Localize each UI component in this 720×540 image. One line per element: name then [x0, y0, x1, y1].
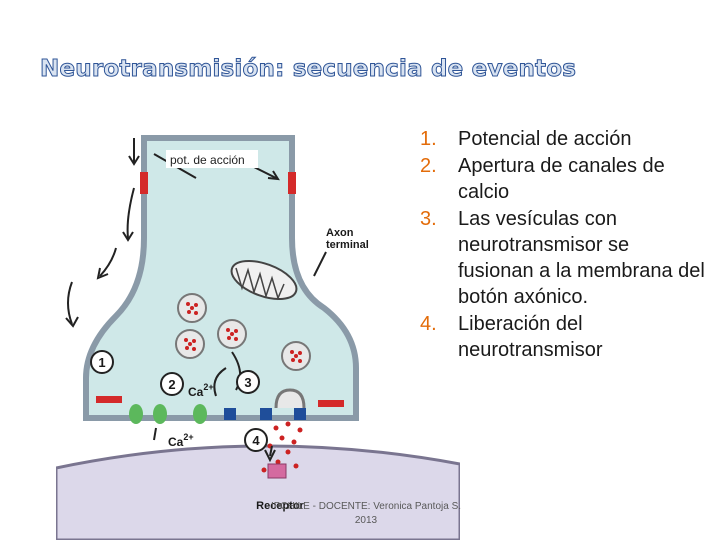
receptor-label: Receptor — [256, 500, 304, 512]
footer-author: IPCHILE - DOCENTE: Veronica Pantoja S. — [270, 501, 462, 512]
svg-text:4: 4 — [252, 433, 260, 448]
vesicle — [281, 341, 311, 371]
step-marker: 1 — [90, 350, 114, 374]
mitochondrion — [230, 259, 298, 301]
vesicle — [217, 319, 247, 349]
vesicle — [175, 329, 205, 359]
list-item: 1. Potencial de acción — [420, 126, 710, 152]
footer: IPCHILE - DOCENTE: Veronica Pantoja S. 2… — [256, 500, 476, 528]
step-text: Liberación del neurotransmisor — [458, 313, 603, 361]
step-text: Las vesículas con neurotransmisor se fus… — [458, 208, 705, 308]
arrow — [126, 187, 135, 239]
step-marker: 2 — [160, 372, 184, 396]
step-marker: 3 — [236, 370, 260, 394]
fusing-vesicle — [274, 388, 306, 409]
postsynaptic-membrane — [56, 444, 460, 540]
calcium-channel — [193, 404, 207, 424]
list-item: 3. Las vesículas con neurotransmisor se f… — [420, 206, 710, 310]
arrow — [269, 445, 273, 457]
receptor — [267, 463, 287, 479]
action-potential-label: pot. de acción — [170, 153, 245, 167]
release-site — [260, 408, 272, 420]
ion-channel — [288, 172, 296, 194]
release-site — [294, 408, 306, 420]
step-number: 2. — [420, 155, 437, 177]
step-text: Potencial de acción — [458, 128, 632, 150]
arrow — [153, 427, 157, 441]
ion-channel — [140, 172, 148, 194]
calcium-label-outside: Ca2+ — [168, 432, 194, 449]
arrow — [313, 251, 327, 277]
calcium-channel — [129, 404, 143, 424]
vesicle — [177, 293, 207, 323]
step-marker: 4 — [244, 428, 268, 452]
svg-text:2: 2 — [168, 377, 175, 392]
step-text: Apertura de canales de calcio — [458, 155, 665, 203]
arrow — [213, 367, 227, 397]
step-number: 3. — [420, 208, 437, 230]
ion-channel — [96, 396, 122, 403]
neurotransmitter-cloud — [261, 421, 303, 479]
step-number: 4. — [420, 313, 437, 335]
slide-title: Neurotransmisión: secuencia de eventos — [39, 56, 577, 83]
step-number: 1. — [420, 128, 437, 150]
arrow — [99, 247, 117, 277]
list-item: 4. Liberación del neurotransmisor — [420, 311, 710, 363]
calcium-channel — [153, 404, 167, 424]
steps-list: 1. Potencial de acción 2. Apertura de cana… — [420, 126, 710, 364]
axon-terminal — [83, 135, 359, 421]
svg-text:1: 1 — [98, 355, 105, 370]
arrow — [67, 281, 73, 325]
footer-year: 2013 — [354, 515, 378, 526]
svg-text:3: 3 — [244, 375, 251, 390]
calcium-label-inside: Ca2+ — [188, 382, 214, 399]
release-site — [224, 408, 236, 420]
ion-channel — [318, 400, 344, 407]
list-item: 2. Apertura de canales de calcio — [420, 153, 710, 205]
